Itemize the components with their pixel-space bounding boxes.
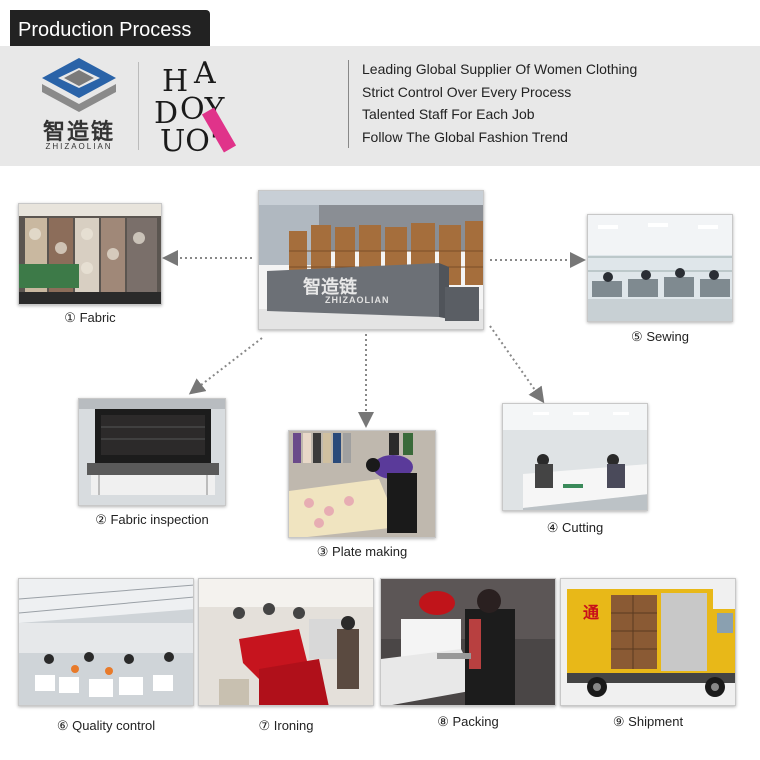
truck-lettering: 通 — [583, 603, 600, 622]
inspection-machine-image — [79, 399, 225, 505]
quality-control-image — [19, 579, 193, 705]
sewing-photo — [587, 214, 733, 322]
zhizaolian-cn-text: 智造链 — [42, 120, 115, 145]
zhizaolian-en-text: ZHIZAOLIAN — [45, 142, 113, 151]
packing-image — [381, 579, 555, 705]
hd-letters-uo: UO' — [160, 124, 219, 159]
center-company-photo: 智造链 ZHIZAOLIAN — [258, 190, 484, 330]
caption-ironing: ⑦ Ironing — [258, 718, 314, 733]
caption-plate-making: ③ Plate making — [316, 544, 408, 559]
page-title: Production Process — [10, 10, 210, 46]
logo-divider — [138, 62, 139, 150]
caption-quality-control: ⑥ Quality control — [56, 718, 156, 733]
plate-making-image — [289, 431, 435, 537]
tagline-item: Talented Staff For Each Job — [362, 106, 535, 122]
quality-control-photo — [18, 578, 194, 706]
tagline-item: Follow The Global Fashion Trend — [362, 128, 568, 145]
ironing-photo — [198, 578, 374, 706]
brand-banner: 智造链 ZHIZAOLIAN H A D OY UO' Leading Glob… — [0, 46, 760, 166]
caption-shipment: ⑨ Shipment — [612, 714, 684, 729]
cutting-image — [503, 404, 647, 510]
tagline-item: Leading Global Supplier Of Women Clothin… — [362, 61, 638, 77]
haidouyiduo-logo: H A D OY UO' — [150, 52, 260, 162]
shipment-truck-image — [561, 579, 735, 705]
zhizaolian-logo: 智造链 ZHIZAOLIAN — [34, 56, 124, 156]
plate-making-photo — [288, 430, 436, 538]
caption-fabric-inspection: ② Fabric inspection — [95, 512, 209, 527]
hd-letter-h: H — [162, 64, 189, 99]
shipment-photo: 通 — [560, 578, 736, 706]
caption-sewing: ⑤ Sewing — [631, 329, 689, 344]
caption-fabric: ① Fabric — [64, 310, 116, 325]
hd-letter-d: D — [154, 96, 179, 131]
tagline-divider — [348, 60, 349, 148]
arrow-to-cutting — [489, 325, 545, 404]
fabric-inspection-photo — [78, 398, 226, 506]
zhizaolian-mark-icon — [42, 58, 116, 112]
caption-packing: ⑧ Packing — [437, 714, 499, 729]
company-building-image — [259, 191, 483, 329]
packing-photo — [380, 578, 556, 706]
fabric-photo — [18, 203, 162, 305]
cutting-photo — [502, 403, 648, 511]
caption-cutting: ④ Cutting — [546, 520, 604, 535]
sewing-image — [588, 215, 732, 321]
hd-letter-a: A — [194, 56, 216, 91]
tagline-item: Strict Control Over Every Process — [362, 83, 572, 100]
tagline-list: Leading Global Supplier Of Women Clothin… — [362, 58, 637, 148]
ironing-image — [199, 579, 373, 705]
fabric-image — [19, 204, 161, 304]
sign-en-text: ZHIZAOLIAN — [325, 295, 390, 305]
arrow-to-inspection — [188, 337, 263, 395]
sign-cn-text: 智造链 — [303, 277, 357, 298]
